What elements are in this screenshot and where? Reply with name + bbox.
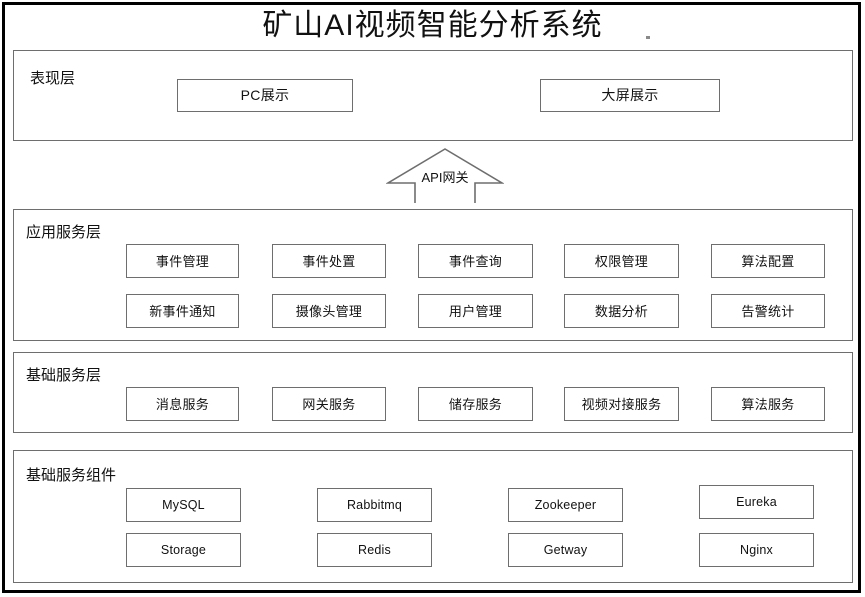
- api-gateway-arrow: [386, 147, 504, 205]
- node-algorithm-service[interactable]: 算法服务: [711, 387, 825, 421]
- node-camera-management[interactable]: 摄像头管理: [272, 294, 386, 328]
- node-new-event-notification[interactable]: 新事件通知: [126, 294, 239, 328]
- node-zookeeper[interactable]: Zookeeper: [508, 488, 623, 522]
- node-pc-display[interactable]: PC展示: [177, 79, 353, 112]
- layer-basic-components-label: 基础服务组件: [26, 467, 117, 484]
- node-large-screen-display[interactable]: 大屏展示: [540, 79, 720, 112]
- up-arrow-icon: [386, 148, 504, 203]
- node-storage-service[interactable]: 储存服务: [418, 387, 533, 421]
- node-user-management[interactable]: 用户管理: [418, 294, 533, 328]
- layer-presentation-label: 表现层: [30, 70, 76, 87]
- node-algorithm-configuration[interactable]: 算法配置: [711, 244, 825, 278]
- node-data-analysis[interactable]: 数据分析: [564, 294, 679, 328]
- node-getway[interactable]: Getway: [508, 533, 623, 567]
- node-event-disposal[interactable]: 事件处置: [272, 244, 386, 278]
- node-storage[interactable]: Storage: [126, 533, 241, 567]
- node-permission-management[interactable]: 权限管理: [564, 244, 679, 278]
- node-video-docking-service[interactable]: 视频对接服务: [564, 387, 679, 421]
- node-alarm-statistics[interactable]: 告警统计: [711, 294, 825, 328]
- node-rabbitmq[interactable]: Rabbitmq: [317, 488, 432, 522]
- title-trailing-dot: [646, 36, 650, 39]
- node-eureka[interactable]: Eureka: [699, 485, 814, 519]
- node-nginx[interactable]: Nginx: [699, 533, 814, 567]
- page-title: 矿山AI视频智能分析系统: [262, 9, 603, 42]
- node-redis[interactable]: Redis: [317, 533, 432, 567]
- node-mysql[interactable]: MySQL: [126, 488, 241, 522]
- api-gateway-label: API网关: [421, 170, 469, 185]
- node-message-service[interactable]: 消息服务: [126, 387, 239, 421]
- node-event-query[interactable]: 事件查询: [418, 244, 533, 278]
- layer-presentation: [13, 50, 853, 141]
- layer-application-service-label: 应用服务层: [26, 224, 102, 241]
- node-event-management[interactable]: 事件管理: [126, 244, 239, 278]
- layer-basic-service-label: 基础服务层: [26, 367, 102, 384]
- node-gateway-service[interactable]: 网关服务: [272, 387, 386, 421]
